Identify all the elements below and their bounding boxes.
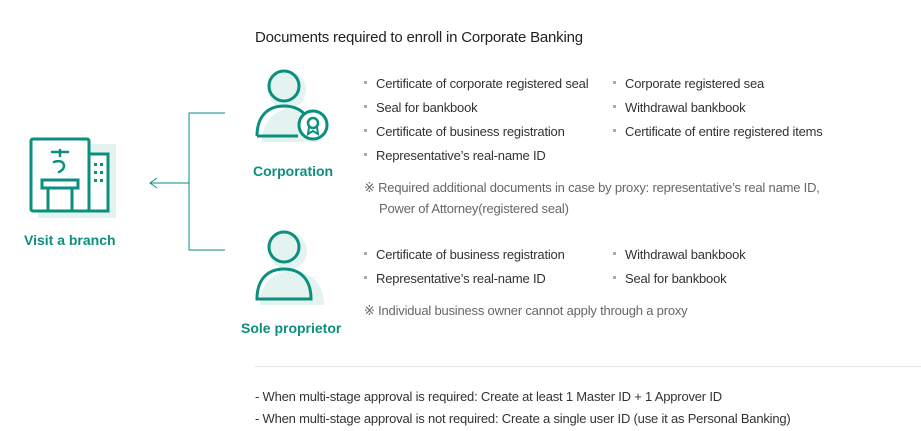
sole-proprietor-label: Sole proprietor xyxy=(241,320,342,336)
corp-doc-item: Withdrawal bankbook xyxy=(613,100,746,115)
corp-doc-item: Seal for bankbook xyxy=(364,100,478,115)
sole-doc-item: Representative’s real-name ID xyxy=(364,271,546,286)
branch-label: Visit a branch xyxy=(24,232,116,248)
person-seal-icon xyxy=(255,69,329,142)
bank-branch-icon xyxy=(29,137,116,218)
corp-doc-item: Certificate of corporate registered seal xyxy=(364,76,589,91)
corp-proxy-note: ※ Required additional documents in case … xyxy=(364,180,820,216)
corp-doc-item: Certificate of business registration xyxy=(364,124,565,139)
sole-doc-item: Seal for bankbook xyxy=(613,271,727,286)
corp-doc-item: Certificate of entire registered items xyxy=(613,124,823,139)
corp-doc-item: Corporate registered sea xyxy=(613,76,764,91)
footnote: - When multi-stage approval is not requi… xyxy=(255,411,791,426)
section-title: Documents required to enroll in Corporat… xyxy=(255,29,583,46)
person-icon xyxy=(255,230,324,305)
divider xyxy=(255,366,921,367)
sole-doc-item: Certificate of business registration xyxy=(364,247,565,262)
corp-doc-item: Representative’s real-name ID xyxy=(364,148,546,163)
sole-doc-item: Withdrawal bankbook xyxy=(613,247,746,262)
footnote: - When multi-stage approval is required:… xyxy=(255,389,722,404)
branch-connector xyxy=(149,112,225,251)
corporation-label: Corporation xyxy=(253,163,334,179)
sole-proxy-note: ※ Individual business owner cannot apply… xyxy=(364,303,688,318)
